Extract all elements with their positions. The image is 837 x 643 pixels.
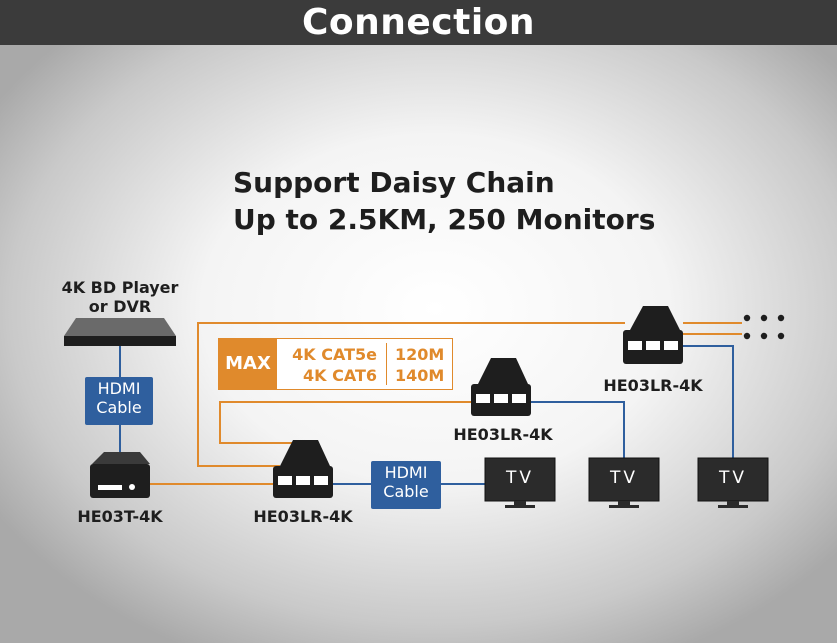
hdmi-cable-badge: HDMI Cable [85,377,153,425]
max-cable-type: 4K CAT5e [292,345,377,364]
receiver-icon [471,358,531,416]
headline-line-2: Up to 2.5KM, 250 Monitors [233,203,656,236]
max-cable-type: 4K CAT6 [302,366,377,385]
tv-icon [697,457,769,508]
hdmi-cable-line-1: HDMI [384,463,428,482]
hdmi-line-rx3-tv3 [683,345,734,458]
transmitter-icon [90,452,150,498]
tv-label: TV [718,468,747,488]
max-divider [386,343,387,385]
transmitter-label: HE03T-4K [77,507,163,526]
hdmi-line-rx2-tv2 [531,401,625,458]
page-title: Connection [0,0,837,45]
cat-line-rx1-rx3 [197,322,625,467]
receiver-icon [273,440,333,498]
ellipsis-grid-icon [743,314,785,340]
hdmi-cable-line-2: Cable [383,482,429,501]
cat-line-rx1-rx2 [219,401,473,444]
hdmi-cable-line-1: HDMI [97,379,141,398]
max-distance-value: 120M [395,345,445,364]
max-distance-box: MAX 4K CAT5e 4K CAT6 120M 140M [218,338,453,390]
hdmi-cable-line-2: Cable [96,398,142,417]
source-label-line-2: or DVR [88,297,152,316]
max-distance-value: 140M [395,366,445,385]
tv-label: TV [505,468,534,488]
tv-label: TV [609,468,638,488]
hdmi-cable-badge: HDMI Cable [371,461,441,509]
bd-player-icon [64,318,176,346]
receiver-icon [623,306,683,364]
cat-cable-lines [150,322,742,485]
source-label-line-1: 4K BD Player [61,278,179,297]
tv-icon [484,457,556,508]
receiver-label: HE03LR-4K [603,376,703,395]
max-tag: MAX [219,339,277,389]
headline-line-1: Support Daisy Chain [233,166,555,199]
tv-icon [588,457,660,508]
receiver-label: HE03LR-4K [453,425,553,444]
receiver-label: HE03LR-4K [253,507,353,526]
